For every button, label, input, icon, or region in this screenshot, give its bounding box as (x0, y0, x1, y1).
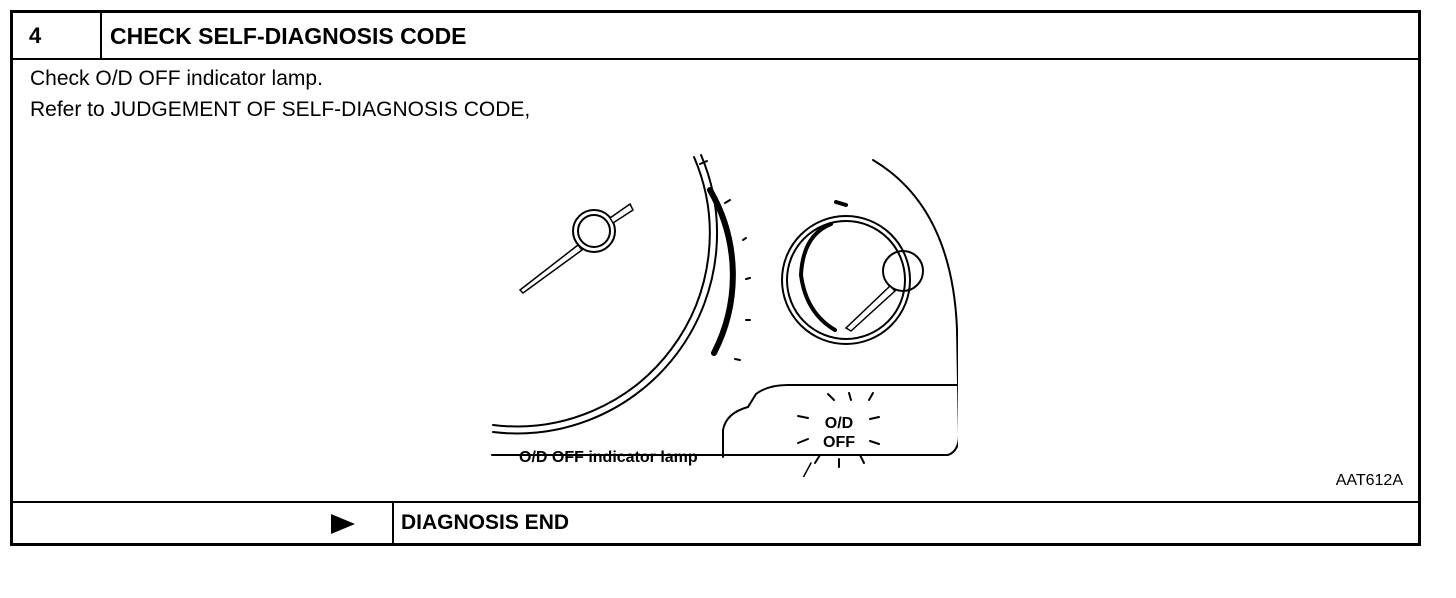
step-footer: DIAGNOSIS END (13, 503, 1418, 543)
lamp-text-od: O/D (825, 415, 853, 432)
instrument-cluster-illustration: O/D OFF (491, 154, 958, 477)
step-header: 4 CHECK SELF-DIAGNOSIS CODE (13, 13, 1418, 60)
instruction-line-1: Check O/D OFF indicator lamp. (30, 67, 323, 90)
right-arrow-icon (331, 514, 355, 534)
diagnosis-result: DIAGNOSIS END (401, 511, 570, 534)
step-title: CHECK SELF-DIAGNOSIS CODE (110, 23, 467, 49)
lamp-text-off: OFF (823, 434, 855, 451)
step-body: Check O/D OFF indicator lamp. Refer to J… (13, 60, 1418, 503)
instruction-line-2: Refer to JUDGEMENT OF SELF-DIAGNOSIS COD… (30, 98, 531, 121)
callout-label: O/D OFF indicator lamp (519, 449, 698, 466)
step-number: 4 (29, 23, 42, 48)
footer-arrow-cell (13, 503, 394, 543)
step-number-cell: 4 (13, 13, 102, 58)
figure-code: AAT612A (1335, 472, 1403, 489)
diagnosis-step-table: 4 CHECK SELF-DIAGNOSIS CODE Check O/D OF… (10, 10, 1421, 546)
